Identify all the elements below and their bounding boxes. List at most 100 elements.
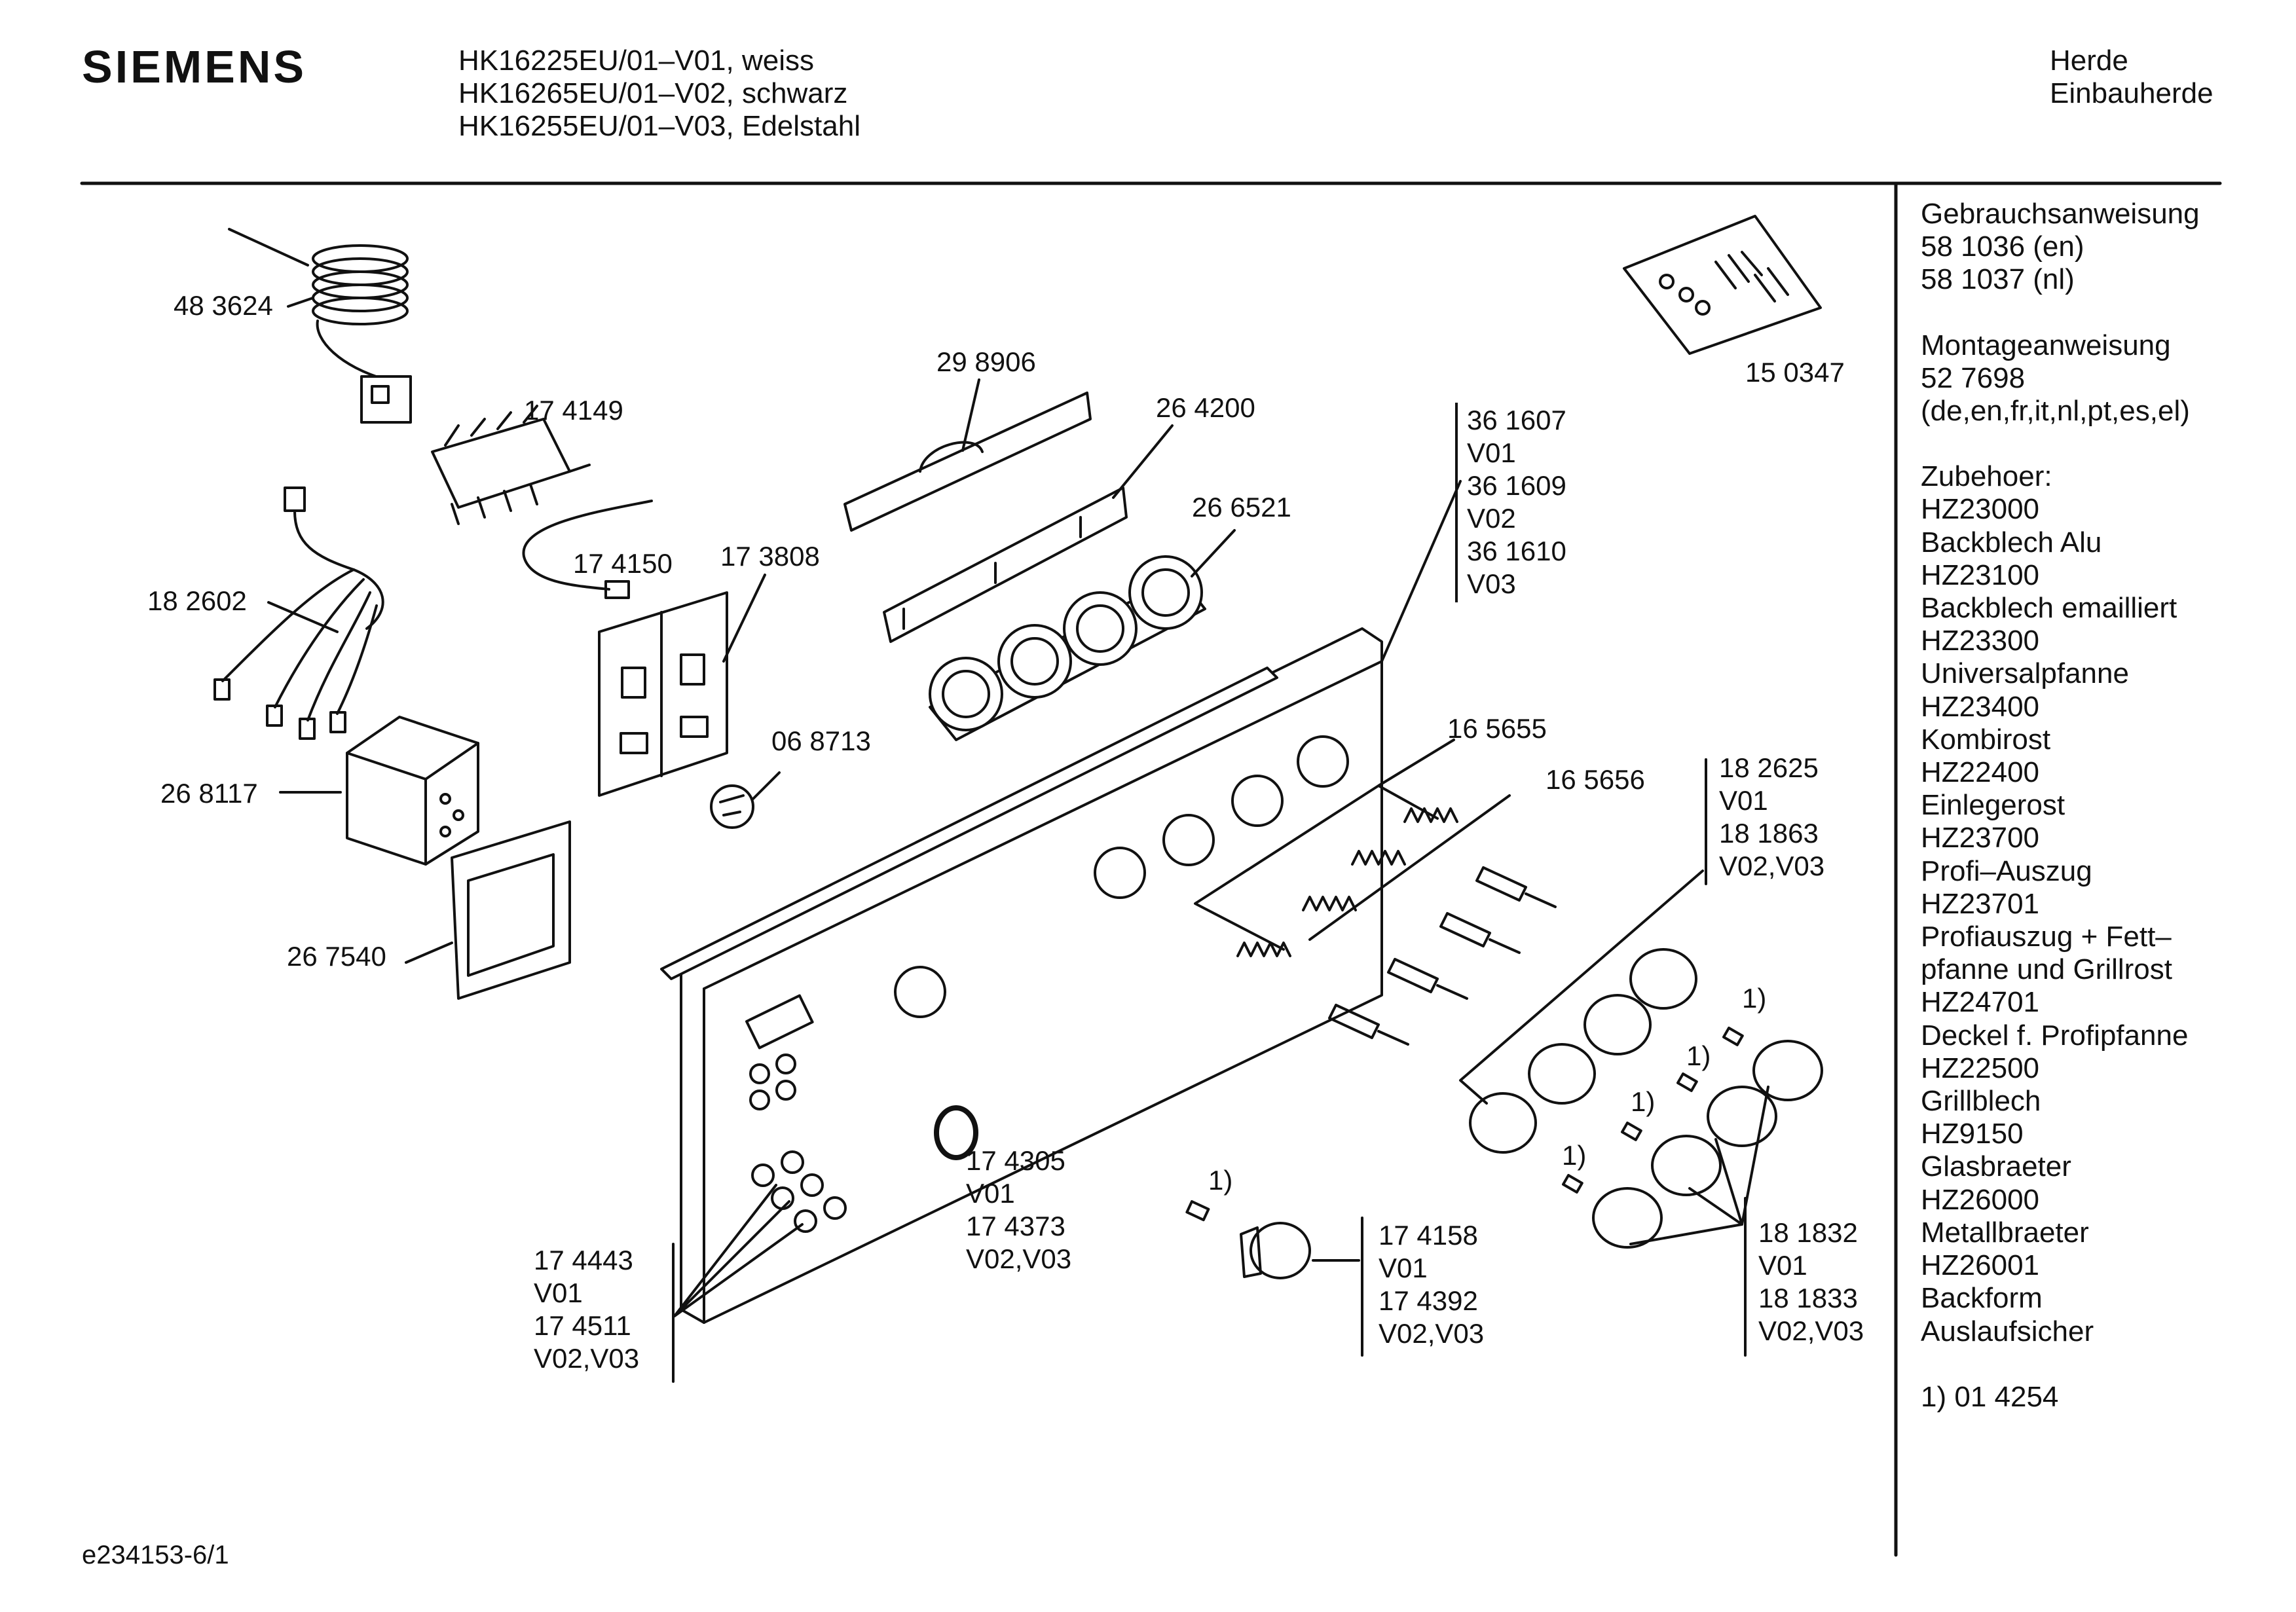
part-number: 17 4443 (534, 1245, 633, 1275)
part-label-group: 18 2625 V01 18 1863 V02,V03 (1719, 752, 1824, 883)
variant-code: V01 (1467, 437, 1516, 468)
part-number: 18 1832 (1758, 1217, 1858, 1248)
footnote-marker: 1) (1208, 1165, 1233, 1196)
accessory-line: HZ26000 (1921, 1183, 2040, 1216)
cable-harness (213, 486, 384, 740)
part-label-group: 17 4158 V01 17 4392 V02,V03 (1379, 1219, 1484, 1350)
leader-line (673, 1184, 804, 1317)
accessory-line: pfanne und Grillrost (1921, 953, 2172, 986)
manual-title: Gebrauchsanweisung (1921, 198, 2200, 230)
accessory-line: HZ9150 (1921, 1118, 2024, 1150)
accessory-line: Universalpfanne (1921, 657, 2129, 690)
accessory-line: Glasbraeter (1921, 1150, 2071, 1183)
accessory-line: HZ23000 (1921, 493, 2040, 526)
variant-code: V02,V03 (1379, 1318, 1485, 1349)
accessory-line: HZ23400 (1921, 690, 2040, 723)
model-line: HK16255EU/01–V03, Edelstahl (458, 110, 861, 142)
sidebar-info: Gebrauchsanweisung 58 1036 (en) 58 1037 … (1921, 198, 2200, 1414)
accessory-line: HZ23100 (1921, 559, 2040, 591)
leader-line (287, 297, 314, 308)
accessory-line: Deckel f. Profipfanne (1921, 1019, 2189, 1052)
manual-number: 58 1036 (en) (1921, 230, 2084, 263)
accessory-line: HZ22500 (1921, 1052, 2040, 1084)
variant-code: V01 (1379, 1253, 1428, 1283)
control-unit (929, 555, 1206, 741)
leader-line (961, 378, 980, 452)
accessory-line: Grillblech (1921, 1085, 2041, 1118)
bracket (843, 392, 1092, 532)
part-label: 17 4149 (524, 395, 623, 426)
mounting-frame (451, 820, 571, 1000)
footnote-marker: 1) (1562, 1140, 1587, 1171)
variant-code: V01 (1758, 1250, 1807, 1281)
variant-code: V03 (1467, 568, 1516, 599)
footnote: 1) 01 4254 (1921, 1380, 2059, 1413)
part-label-group: 36 1607 V01 36 1609 V02 36 1610 V03 (1467, 404, 1566, 600)
lamp-cable (522, 500, 653, 599)
part-label: 18 2602 (147, 585, 247, 616)
leader-line (722, 574, 766, 663)
timer-knob (1185, 1200, 1311, 1279)
footnote-marker: 1) (1742, 983, 1767, 1014)
accessory-line: HZ22400 (1921, 756, 2040, 789)
accessory-line: HZ23300 (1921, 625, 2040, 657)
screw-bag (1623, 215, 1822, 355)
leader-line (1629, 1086, 1769, 1245)
accessory-line: Kombirost (1921, 723, 2051, 756)
small-knob (710, 784, 754, 829)
accessory-line: Backblech Alu (1921, 526, 2102, 559)
accessories-title: Zubehoer: (1921, 460, 2052, 493)
part-number: 17 4305 (966, 1145, 1065, 1176)
leader-line (1380, 480, 1462, 663)
variant-code: V01 (534, 1277, 583, 1308)
variant-code: V01 (966, 1178, 1015, 1209)
switch-block (346, 716, 479, 866)
part-number: 18 2625 (1719, 752, 1819, 783)
leader-line (1308, 794, 1511, 941)
accessory-line: HZ23700 (1921, 822, 2040, 854)
leader-line (1191, 529, 1236, 577)
part-label: 15 0347 (1745, 357, 1845, 388)
leader-line (1459, 870, 1704, 1105)
variant-code: V02,V03 (1758, 1315, 1864, 1346)
leader-line (1112, 424, 1174, 499)
leader-line (267, 601, 339, 633)
part-number: 36 1607 (1467, 405, 1566, 435)
part-number: 36 1609 (1467, 470, 1566, 501)
manual-number: 58 1037 (nl) (1921, 263, 2075, 296)
part-number: 17 4511 (534, 1310, 631, 1341)
accessory-line: Backform (1921, 1282, 2043, 1315)
part-number: 18 1833 (1758, 1283, 1858, 1313)
thermostat-capillary (228, 228, 412, 424)
push-buttons (751, 1150, 847, 1233)
part-label: 17 4150 (573, 548, 673, 579)
accessory-line: Einlegerost (1921, 789, 2065, 822)
accessory-line: HZ26001 (1921, 1249, 2040, 1282)
part-label: 26 7540 (287, 941, 386, 972)
accessory-line: HZ23701 (1921, 887, 2040, 920)
accessory-line: HZ24701 (1921, 986, 2040, 1019)
accessory-line: Auslaufsicher (1921, 1315, 2094, 1347)
part-label: 29 8906 (936, 346, 1036, 377)
part-label: 16 5655 (1447, 713, 1547, 744)
category: Herde Einbauherde (2050, 45, 2213, 110)
model-line: HK16265EU/01–V02, schwarz (458, 77, 848, 109)
part-number: 17 4392 (1379, 1285, 1478, 1316)
part-number: 36 1610 (1467, 536, 1566, 566)
variant-code: V02,V03 (966, 1243, 1072, 1274)
category-line: Herde (2050, 45, 2128, 77)
category-line: Einbauherde (2050, 77, 2213, 109)
knob-bases (1469, 948, 1697, 1154)
part-number: 18 1863 (1719, 818, 1819, 849)
model-line: HK16225EU/01–V01, weiss (458, 45, 814, 77)
variant-code: V02 (1467, 503, 1516, 534)
leader-line (1194, 739, 1455, 951)
accessory-line: Backblech emailliert (1921, 592, 2177, 625)
part-label: 26 4200 (1156, 392, 1255, 423)
accessory-line: Metallbraeter (1921, 1216, 2089, 1249)
selector-switch (431, 405, 591, 525)
part-label: 48 3624 (174, 290, 273, 321)
variant-code: V02,V03 (534, 1343, 640, 1374)
part-label: 26 8117 (160, 778, 258, 809)
